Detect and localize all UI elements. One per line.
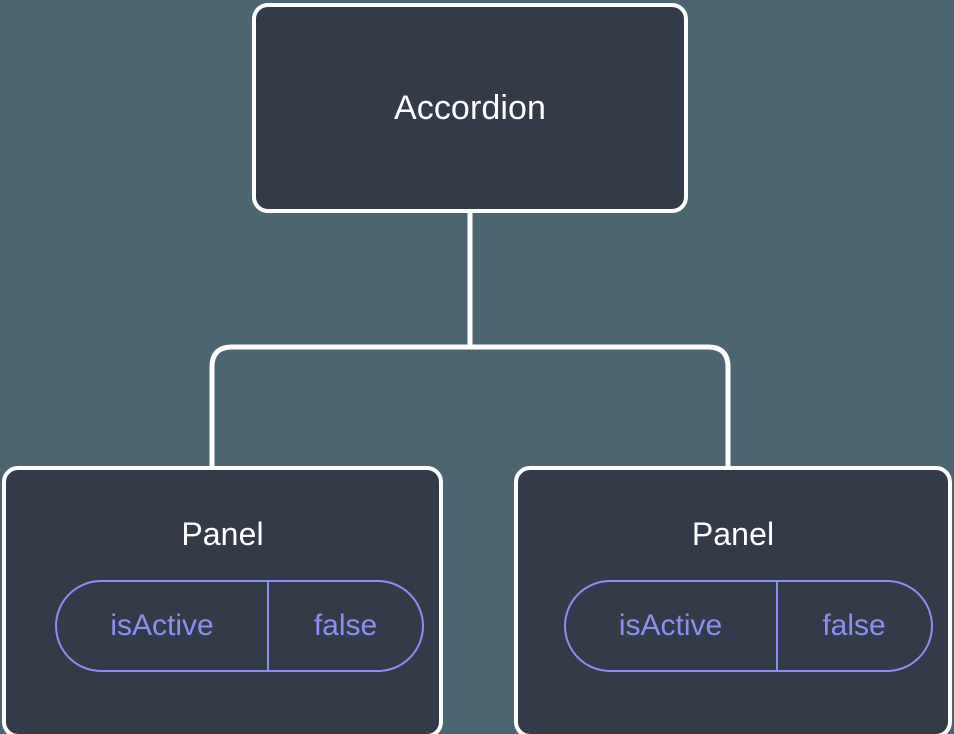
node-accordion[interactable]: Accordion bbox=[252, 3, 688, 213]
prop-pill-isactive[interactable]: isActive false bbox=[55, 580, 424, 672]
edge-branch-bar bbox=[209, 344, 731, 470]
prop-pill-isactive[interactable]: isActive false bbox=[563, 580, 933, 672]
node-title: Panel bbox=[181, 516, 264, 552]
prop-key: isActive bbox=[110, 609, 214, 642]
node-panel-right[interactable]: Panel isActive false bbox=[514, 466, 952, 734]
prop-key: isActive bbox=[618, 609, 723, 642]
node-panel-left[interactable]: Panel isActive false bbox=[2, 466, 443, 734]
node-title: Accordion bbox=[393, 89, 547, 127]
prop-value: false bbox=[267, 582, 422, 670]
prop-value: false bbox=[775, 582, 931, 670]
node-title: Panel bbox=[691, 516, 775, 552]
